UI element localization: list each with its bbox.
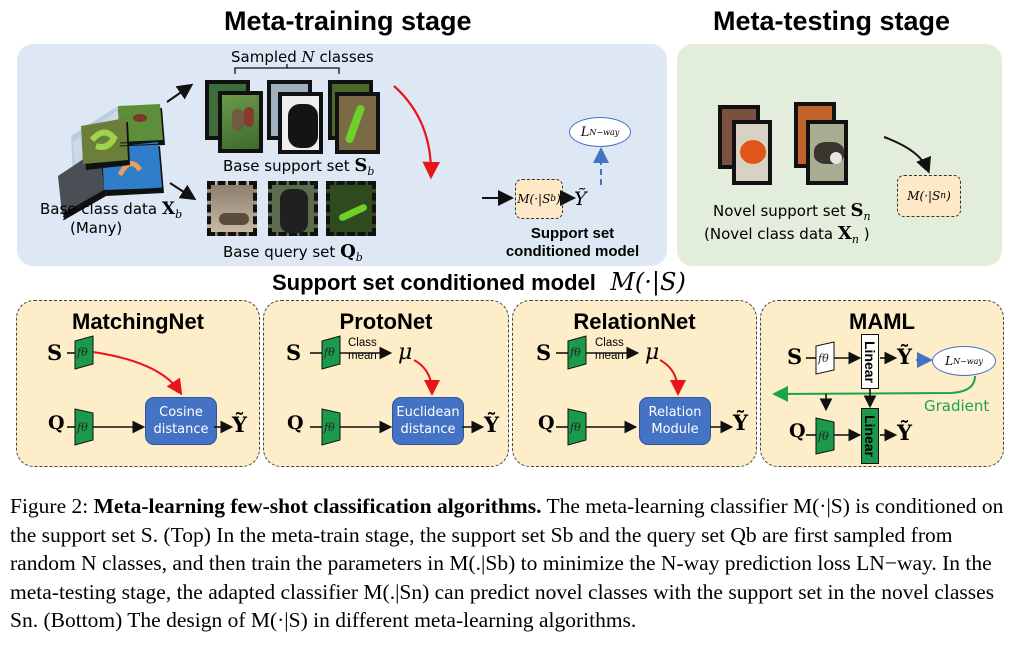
f-theta-encoder-icon <box>567 335 587 370</box>
query-image-dog <box>268 181 318 236</box>
novel-support-set-label: Novel support set Sn <box>713 200 871 223</box>
base-class-data-label: Base class data Xb <box>40 199 183 221</box>
y-tilde-train: Ỹ <box>574 188 587 210</box>
f-theta-encoder-icon <box>321 408 341 446</box>
svg-text:fθ: fθ <box>569 346 581 359</box>
matchingnet-q-symbol: Q <box>48 412 65 434</box>
stack-card-birds <box>118 104 165 147</box>
sampled-classes-brace <box>234 64 340 74</box>
f-theta-encoder-icon <box>815 341 835 375</box>
meta-training-title: Meta-training stage <box>224 6 472 36</box>
matchingnet-y-output: Ỹ <box>232 412 247 437</box>
caption-label: Figure 2: <box>10 494 89 518</box>
support-image-snake <box>335 92 380 154</box>
stack-edges <box>62 140 164 221</box>
protonet-y-output: Ỹ <box>484 412 499 437</box>
query-image-bird-feeder <box>207 181 257 236</box>
maml-q-symbol: Q <box>789 420 806 442</box>
base-class-many-label: (Many) <box>70 219 123 237</box>
maml-gradient-label: Gradient <box>924 397 990 415</box>
svg-text:fθ: fθ <box>76 421 88 434</box>
svg-text:fθ: fθ <box>817 430 829 443</box>
support-set-model-section-title: Support set conditioned model M(·|S) <box>272 268 686 296</box>
maml-gradient-arrow <box>772 375 976 402</box>
meta-testing-title: Meta-testing stage <box>713 6 951 36</box>
maml-y-output-support: Ỹ <box>897 344 912 369</box>
f-theta-labels: fθ fθ fθ fθ fθ fθ fθ fθ <box>76 346 829 443</box>
relationnet-mu: μ <box>645 340 660 365</box>
novel-image-ferret <box>806 120 848 185</box>
matchingnet-red-arrow <box>92 351 183 396</box>
maml-linear-support: Linear <box>861 334 879 389</box>
caption-bold-title: Meta-learning few-shot classification al… <box>93 494 542 518</box>
maml-y-output-query: Ỹ <box>897 420 912 445</box>
arrow-novel-to-model <box>883 136 931 174</box>
algo-title-matchingnet: MatchingNet <box>72 309 204 334</box>
relationnet-q-symbol: Q <box>538 412 555 434</box>
base-query-set-label: Base query set Qb <box>223 241 363 264</box>
caption-text: The meta-learning classifier M(·|S) is c… <box>10 494 1004 632</box>
support-image-dog <box>278 92 323 154</box>
relationnet-s-symbol: S <box>536 340 552 365</box>
protonet-q-symbol: Q <box>287 412 304 434</box>
stack-card-snake <box>81 118 130 170</box>
algo-title-protonet: ProtoNet <box>339 309 433 334</box>
svg-text:fθ: fθ <box>569 421 581 434</box>
base-support-set-label: Base support set Sb <box>223 155 375 178</box>
arrow-to-query <box>169 182 197 201</box>
protonet-mu: μ <box>398 340 413 365</box>
arrow-to-support <box>166 83 194 103</box>
protonet-s-symbol: S <box>286 340 302 365</box>
encoder-group <box>74 335 835 455</box>
support-image-birds <box>218 91 263 153</box>
svg-text:fθ: fθ <box>817 352 829 365</box>
matchingnet-s-symbol: S <box>47 340 63 365</box>
algo-title-relationnet: RelationNet <box>573 309 696 334</box>
sampled-classes-label: Sampled N classes <box>231 48 374 66</box>
f-theta-encoder-icon <box>74 408 94 446</box>
query-image-snake <box>326 181 376 236</box>
svg-text:fθ: fθ <box>323 421 335 434</box>
f-theta-encoder-icon <box>321 335 341 370</box>
svg-text:fθ: fθ <box>76 346 88 359</box>
novel-class-data-label: (Novel class data Xn ) <box>704 223 870 246</box>
svg-text:fθ: fθ <box>323 346 335 359</box>
f-theta-encoder-icon <box>815 417 835 455</box>
relationnet-y-output: Ỹ <box>733 410 748 435</box>
protonet-red-arrow <box>413 359 440 396</box>
relationnet-red-arrow <box>659 359 686 396</box>
maml-linear-query: Linear <box>861 408 879 464</box>
red-arrow-support-to-model <box>393 85 441 180</box>
novel-image-crab <box>732 120 772 185</box>
algo-panel-maml: MAML <box>760 300 1004 467</box>
f-theta-encoder-icon <box>567 408 587 446</box>
figure-caption: Figure 2: Meta-learning few-shot classif… <box>10 492 1010 635</box>
maml-s-symbol: S <box>787 344 803 369</box>
f-theta-encoder-icon <box>74 335 94 370</box>
support-set-conditioned-model-caption: Support set conditioned model <box>505 225 640 260</box>
algo-title-maml: MAML <box>849 309 915 334</box>
